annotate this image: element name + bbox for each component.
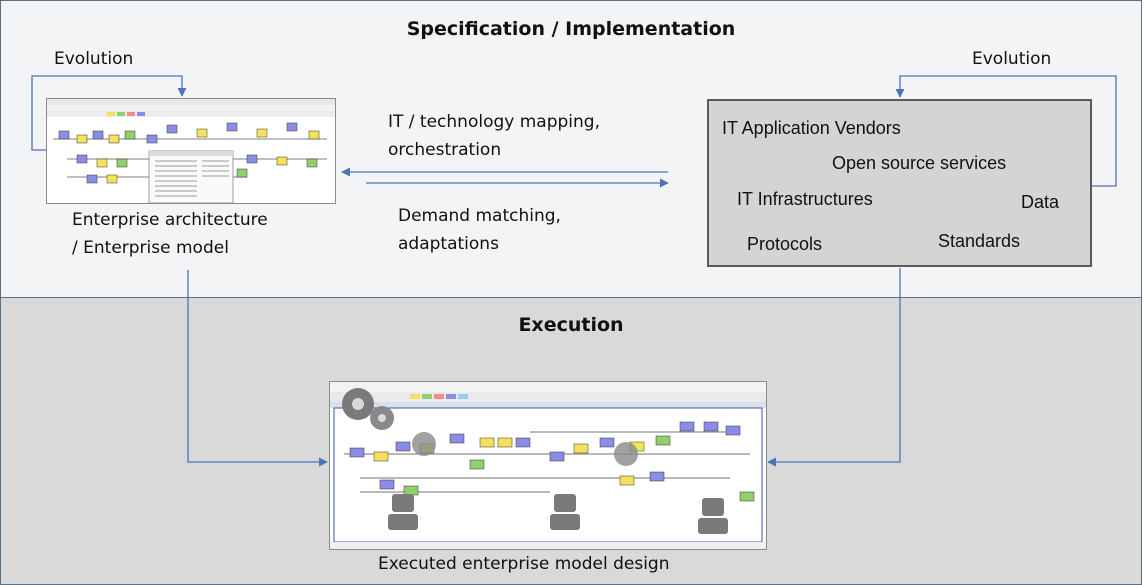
standards-label: Standards	[938, 231, 1021, 251]
data-label: Data	[1021, 192, 1060, 212]
executed-model-diagram	[330, 382, 766, 549]
open-source-services: Open source services	[832, 153, 1007, 173]
enterprise-model-screenshot	[46, 98, 336, 204]
specification-title: Specification / Implementation	[406, 18, 736, 40]
it-infrastructures: IT Infrastructures	[737, 189, 873, 209]
it-resources-box: IT Application Vendors Open source servi…	[707, 99, 1092, 267]
evolution-label-right: Evolution	[972, 49, 1052, 69]
mapping-label-line2: orchestration	[388, 140, 502, 160]
demand-label-line1: Demand matching,	[398, 206, 561, 226]
execution-title: Execution	[518, 314, 624, 336]
it-application-vendors: IT Application Vendors	[722, 118, 901, 138]
enterprise-label-line2: / Enterprise model	[72, 238, 229, 258]
mapping-label-line1: IT / technology mapping,	[388, 112, 600, 132]
executed-model-screenshot	[329, 381, 767, 550]
evolution-label-left: Evolution	[54, 49, 134, 69]
demand-label-line2: adaptations	[398, 234, 499, 254]
enterprise-label-line1: Enterprise architecture	[72, 210, 268, 230]
protocols-label: Protocols	[747, 234, 823, 254]
enterprise-model-diagram	[47, 99, 335, 203]
executed-caption: Executed enterprise model design	[378, 554, 670, 574]
